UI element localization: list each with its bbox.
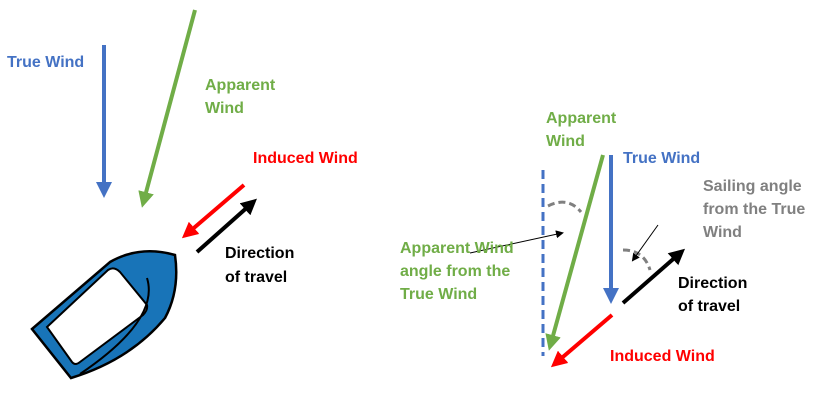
- induced-wind-arrow-right: [550, 313, 614, 368]
- travel-arrow-right: [621, 248, 686, 305]
- sailing-angle-pointer: [631, 224, 659, 262]
- true-wind-label-right: True Wind: [623, 150, 700, 167]
- boat-icon: [30, 250, 178, 380]
- apparent-wind-arrow-right: [545, 154, 605, 351]
- induced-wind-label-right: Induced Wind: [610, 348, 715, 365]
- true-wind-label: True Wind: [7, 54, 84, 71]
- induced-wind-arrow: [181, 183, 246, 239]
- apparent-wind-arrow: [138, 9, 197, 208]
- sailing-angle-arc: [622, 248, 652, 271]
- apparent-angle-pointer: [469, 230, 564, 254]
- travel-arrow: [195, 198, 257, 254]
- induced-wind-label: Induced Wind: [253, 150, 358, 167]
- apparent-angle-arc: [547, 200, 583, 213]
